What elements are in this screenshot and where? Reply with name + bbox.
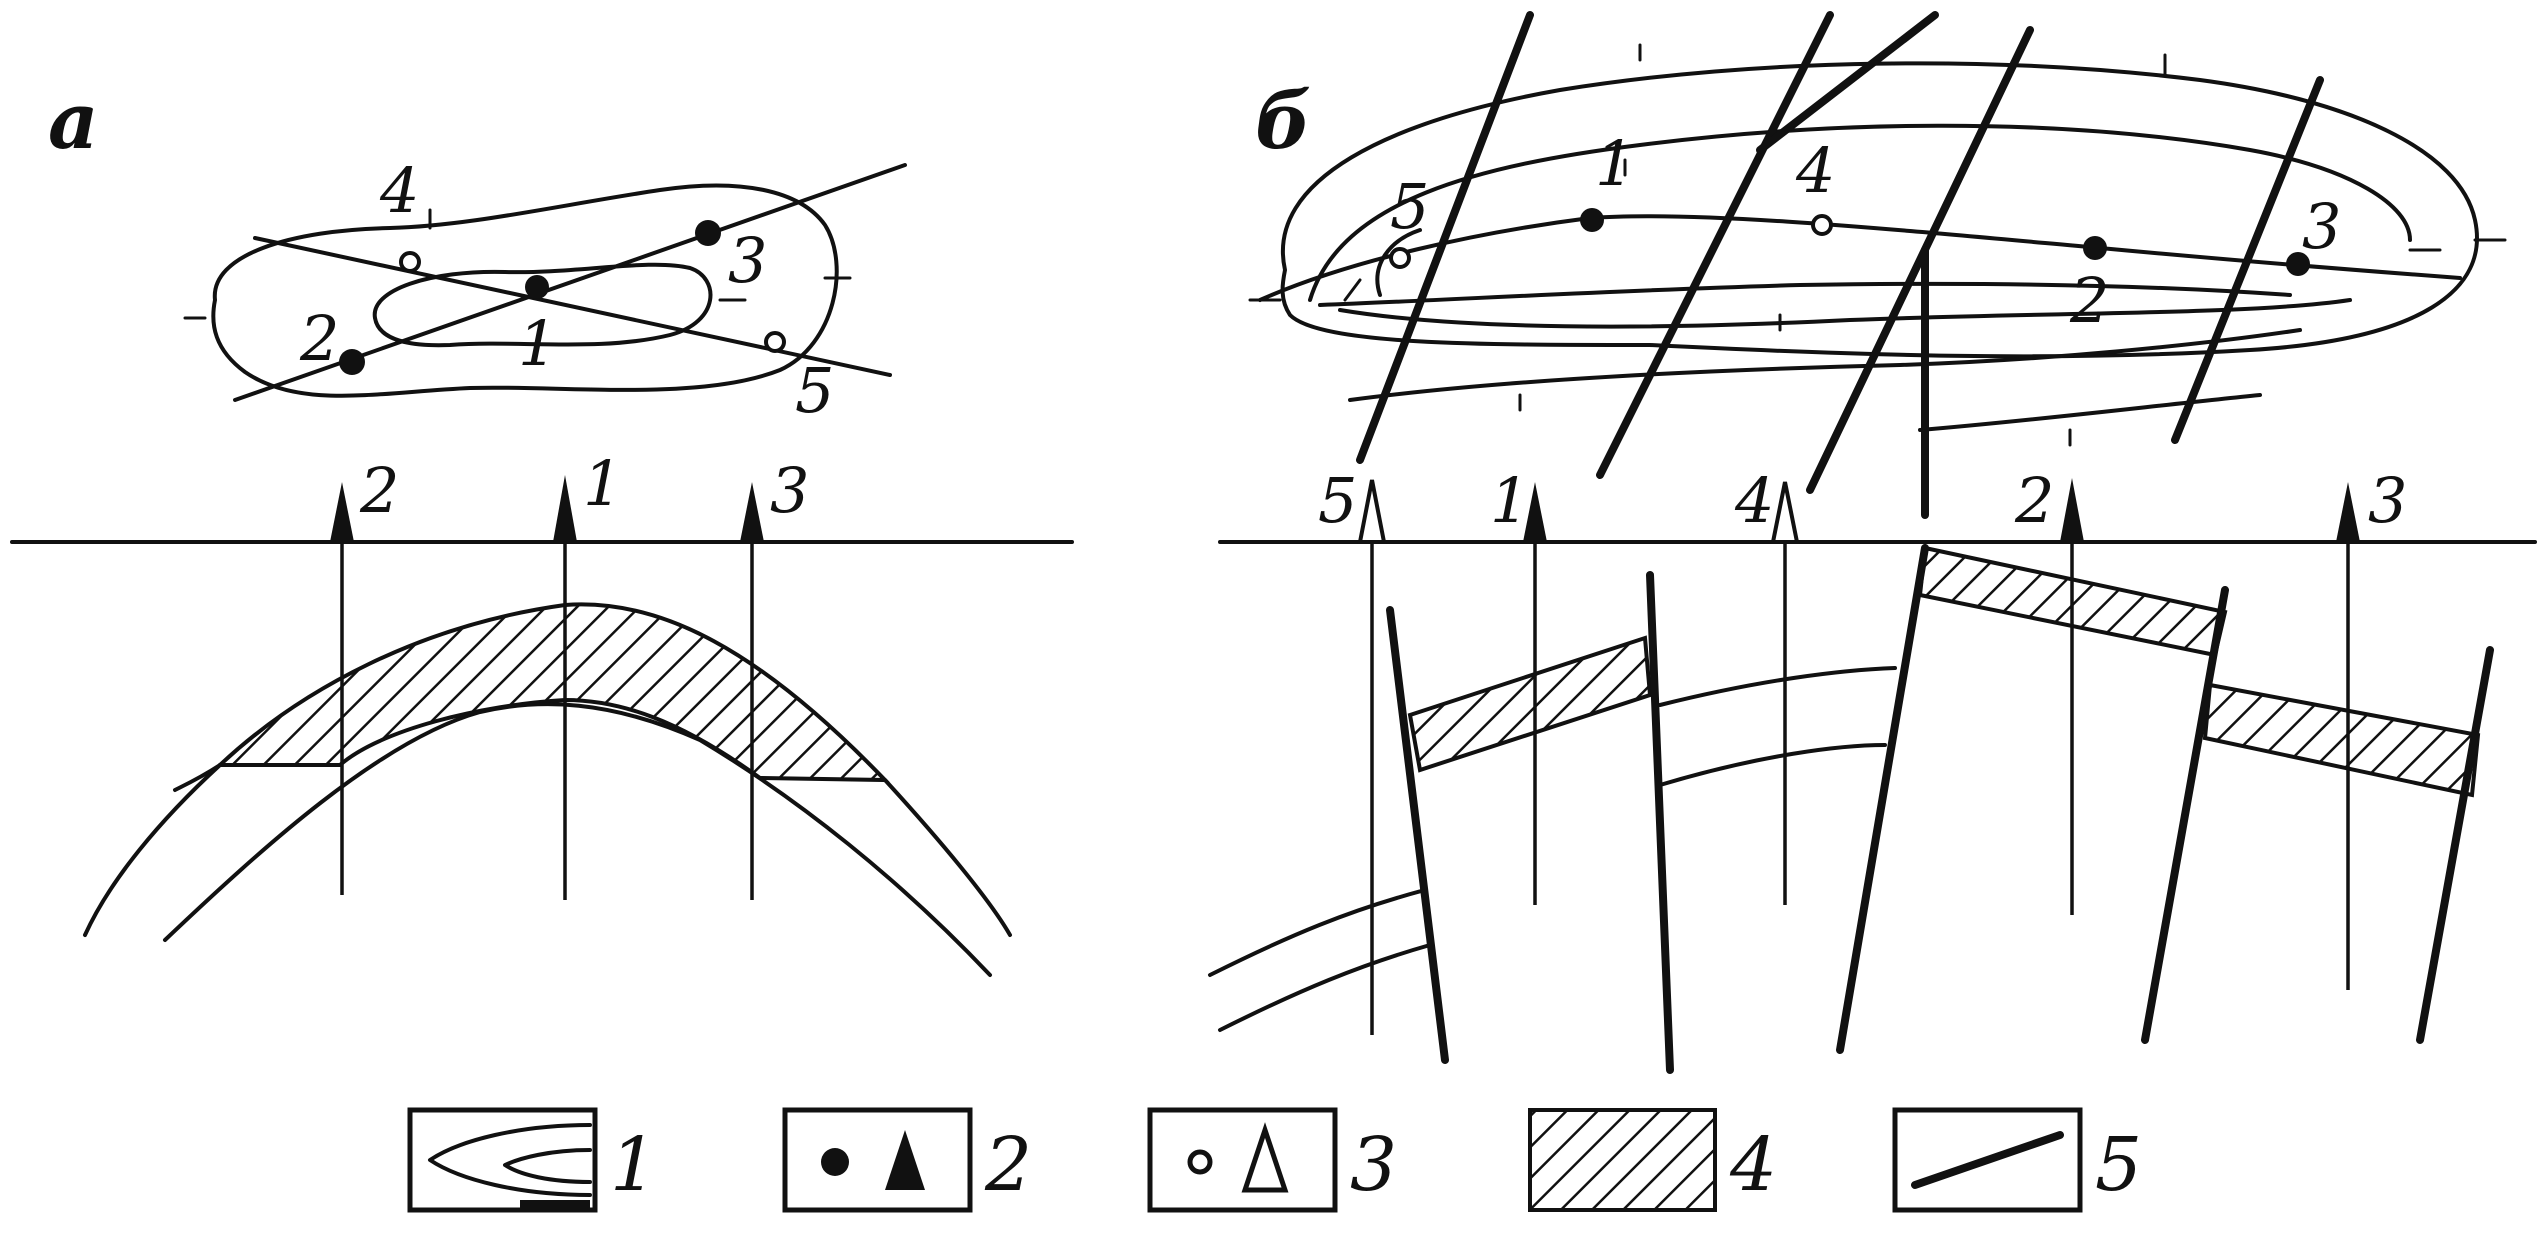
section-well-label: 4 <box>1734 464 1774 537</box>
dry-well-icon <box>1241 1122 1289 1193</box>
panel-a-map: 4 3 2 1 5 <box>183 154 907 427</box>
reservoir-bed <box>2202 682 2481 798</box>
productive-well-icon <box>885 1130 925 1190</box>
legend-number: 5 <box>2095 1122 2142 1208</box>
dry-well-symbol <box>1770 481 1800 544</box>
map-well-label: 1 <box>518 307 557 380</box>
map-well-label: 1 <box>1595 127 1634 200</box>
dry-well-marker <box>1811 214 1833 236</box>
reservoir-bed <box>1407 635 1653 773</box>
dry-well-icon <box>1187 1149 1213 1175</box>
section-line-4-1-5 <box>253 236 892 377</box>
legend-number: 3 <box>1350 1122 1397 1208</box>
panel-b-map: 5 1 4 2 3 <box>1248 11 2507 519</box>
legend-item-4: 4 <box>1528 1108 1777 1212</box>
map-well-label: 2 <box>2069 264 2109 337</box>
legend-number: 1 <box>610 1122 657 1208</box>
panel-b-section: 5 1 4 2 3 <box>1208 464 2537 1074</box>
contour-lower <box>1348 328 2302 402</box>
horizon-line <box>1658 743 1887 787</box>
contour-middle <box>1318 281 2292 307</box>
section-well-label: 1 <box>1490 464 1529 537</box>
map-well-label: 3 <box>2302 190 2341 263</box>
map-well-label: 2 <box>299 302 339 375</box>
horizon-line-lower <box>163 702 992 977</box>
horizon-line <box>83 763 222 937</box>
fault-line <box>2171 76 2324 444</box>
productive-well-symbol <box>1523 482 1547 542</box>
panel-b-label: б <box>1255 76 1311 167</box>
fault-line <box>2416 646 2494 1044</box>
legend: 1 2 3 4 5 <box>407 1107 2142 1213</box>
fault-line <box>1836 544 1929 1054</box>
section-well-label: 1 <box>583 447 622 520</box>
fault-line-icon <box>1911 1131 2064 1189</box>
panel-a-label: а <box>48 76 99 167</box>
productive-well-symbol <box>2060 478 2084 542</box>
section-well-label: 2 <box>359 454 399 527</box>
contour-middle <box>1308 123 2412 302</box>
legend-item-2: 2 <box>782 1107 1032 1213</box>
horizon-line <box>883 778 1012 937</box>
fault-line <box>1806 26 2034 494</box>
dry-well-marker <box>764 331 786 353</box>
fault-line <box>1756 11 1939 154</box>
productive-well-icon <box>821 1148 849 1176</box>
contour-middle <box>1338 298 2352 329</box>
section-well-label: 3 <box>2368 464 2407 537</box>
panel-a-section: 2 1 3 <box>10 447 1074 977</box>
productive-well-marker <box>339 349 365 375</box>
productive-well-marker <box>2083 236 2107 260</box>
section-well-label: 3 <box>770 454 809 527</box>
productive-well-marker <box>525 275 549 299</box>
productive-well-symbol <box>2336 482 2360 542</box>
legend-number: 2 <box>984 1122 1032 1208</box>
horizon-line <box>1658 666 1897 707</box>
map-well-label: 5 <box>1390 170 1429 243</box>
reservoir-bed <box>214 602 890 783</box>
productive-well-symbol <box>553 475 577 542</box>
map-well-label: 4 <box>1795 134 1835 207</box>
productive-well-symbol <box>330 482 354 542</box>
contour-outer <box>1280 61 2479 359</box>
legend-number: 4 <box>1729 1122 1777 1208</box>
contour-inner <box>372 262 713 348</box>
fault-line <box>2141 586 2229 1044</box>
legend-item-3: 3 <box>1147 1107 1397 1213</box>
fault-line <box>1356 11 1534 464</box>
map-well-label: 4 <box>379 154 419 227</box>
fault-line <box>1646 571 1674 1074</box>
legend-item-5: 5 <box>1892 1107 2142 1213</box>
structure-contour-icon <box>503 1148 592 1184</box>
dry-well-marker <box>1389 247 1411 269</box>
section-well-label: 5 <box>1318 464 1357 537</box>
productive-well-marker <box>2286 252 2310 276</box>
dry-well-symbol <box>1357 479 1387 544</box>
productive-well-marker <box>695 220 721 246</box>
horizon-line <box>1218 943 1432 1032</box>
fault-line <box>1596 11 1834 479</box>
horizon-line <box>1208 888 1427 977</box>
map-well-label: 5 <box>795 354 834 427</box>
contour-lower <box>1918 393 2262 432</box>
productive-well-marker <box>1580 208 1604 232</box>
reservoir-hatch-icon <box>1528 1108 1717 1212</box>
contour-outer <box>211 183 839 398</box>
map-well-label: 3 <box>728 224 767 297</box>
legend-item-1: 1 <box>407 1107 657 1213</box>
dry-well-marker <box>399 251 421 273</box>
panel-a: а 4 3 2 1 5 <box>10 76 1074 977</box>
section-well-label: 2 <box>2014 464 2054 537</box>
productive-well-symbol <box>740 482 764 542</box>
contour-inner <box>1375 228 1422 297</box>
structure-contour-icon <box>407 1107 598 1213</box>
contour-tick <box>1343 278 1362 302</box>
panel-b: б <box>1208 11 2537 1074</box>
structure-contour-icon <box>428 1123 592 1197</box>
fault-line <box>1386 606 1449 1064</box>
